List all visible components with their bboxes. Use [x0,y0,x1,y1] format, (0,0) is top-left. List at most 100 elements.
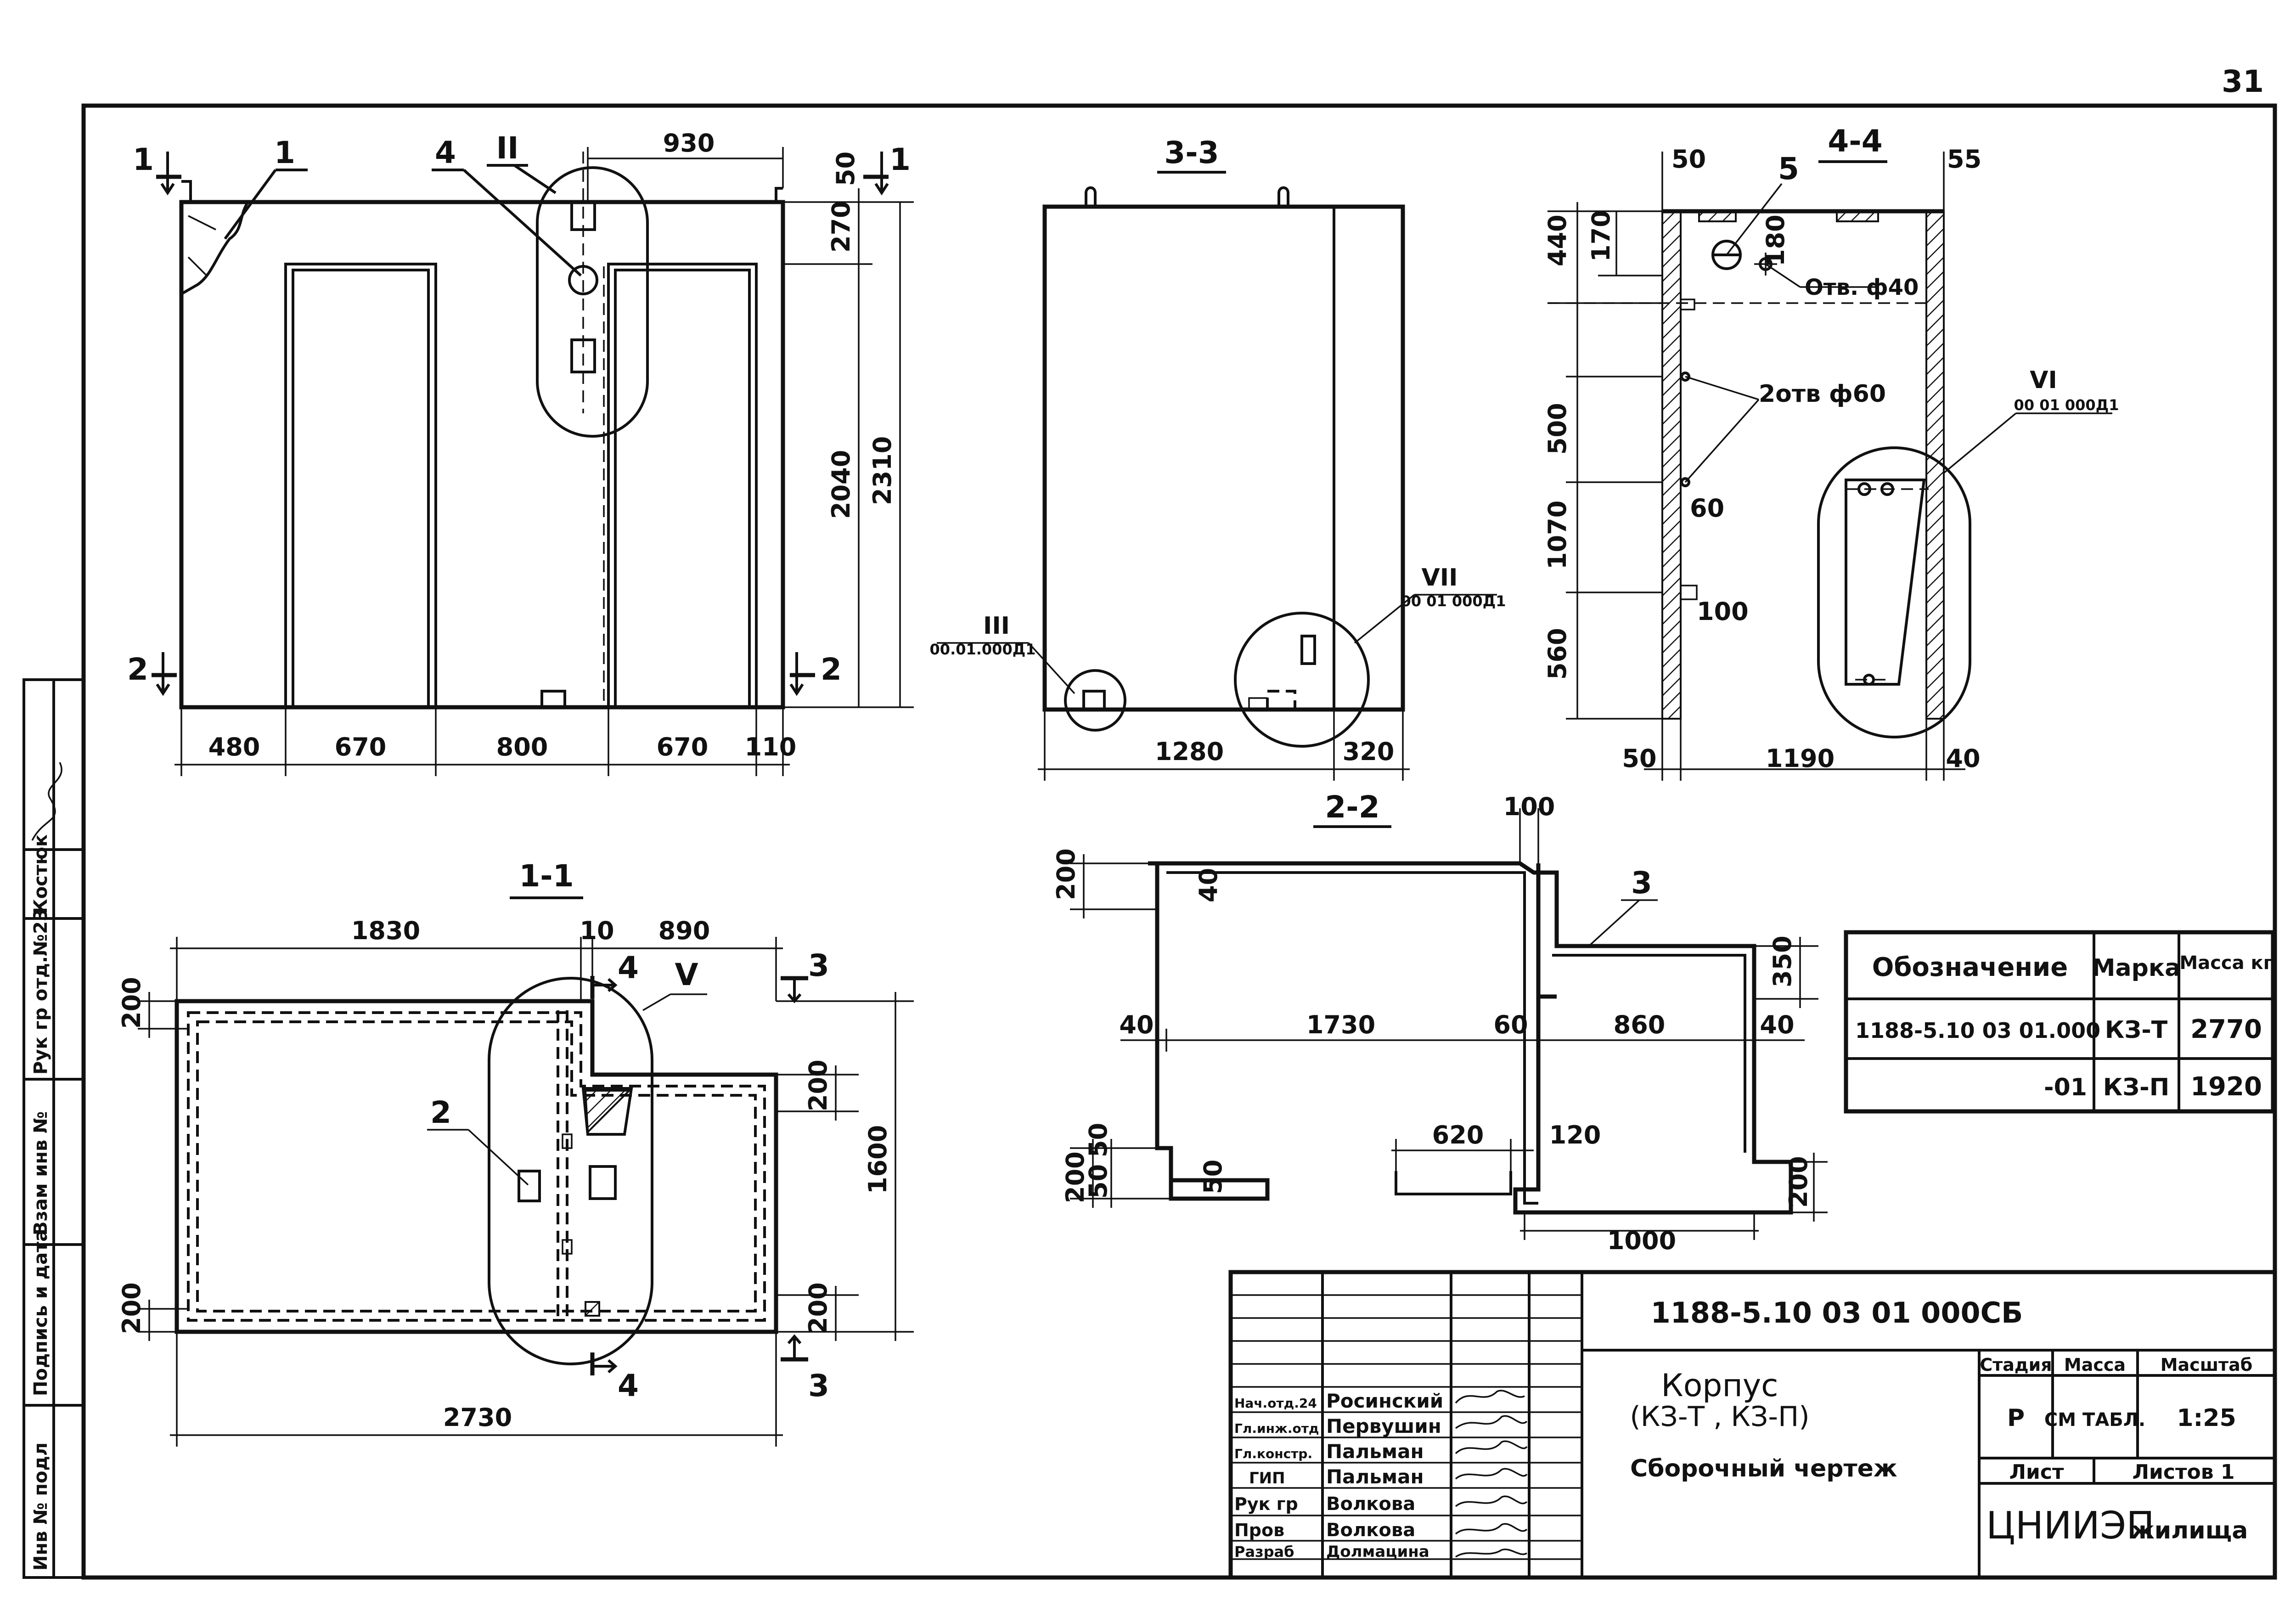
title-line1: Корпус [1661,1368,1778,1404]
dim-440: 440 [1543,214,1572,266]
ref-VII-doc: 00 01 000Д1 [1401,592,1506,610]
staff-role-2: Гл.инж.отд [1234,1421,1319,1436]
dim-670-b: 670 [657,732,709,761]
spec-header-designation: Обозначение [1872,952,2068,982]
staff-name-7: Долмацина [1326,1543,1429,1561]
dim-100-22: 100 [1503,792,1555,821]
section-mark-1-left: 1 [133,142,154,177]
dim-50-44: 50 [1671,145,1706,174]
spec-header-mass: Масса кг [2179,952,2273,974]
holes-d60: 2отв ф60 [1759,380,1886,408]
signatures [1455,1390,1528,1558]
dim-270: 270 [827,201,855,253]
dim-1600: 1600 [863,1125,892,1194]
dim-120: 120 [1549,1121,1601,1149]
stamp-name: Костюк [30,834,51,914]
dim-60-22: 60 [1493,1010,1528,1039]
doc-code: 1188-5.10 03 01 000СБ [1651,1296,2023,1330]
dim-890: 890 [658,916,710,945]
staff-role-1: Нач.отд.24 [1234,1396,1317,1411]
section-2-2-title: 2-2 [1325,789,1379,825]
section-mark-2-right: 2 [821,652,842,687]
stage-value: Р [2007,1404,2025,1432]
dim-1070: 1070 [1543,501,1572,569]
dim-1730: 1730 [1306,1010,1375,1039]
dim-670-a: 670 [335,732,387,761]
section-mark-2-left: 2 [127,652,148,687]
detail-vii-outline [1234,612,1370,748]
dim-40-22-c: 40 [1760,1010,1794,1039]
dim-170: 170 [1587,210,1615,262]
title-line2: (КЗ-Т , КЗ-П) [1630,1401,1809,1433]
ref-VI: VI [2030,366,2057,394]
sheet-label: Лист [2009,1460,2064,1484]
stage-header: Стадия [1980,1355,2052,1375]
section-2-2: 2-2 3 100 200 40 350 40 1730 [1052,789,1828,1255]
stamp-inv-label: Инв № подл [30,1442,51,1571]
spec-row2-mark: КЗ-П [2103,1074,2170,1101]
spec-row2-mass: 1920 [2190,1072,2262,1102]
detail-vi-outline [1817,446,1971,738]
dim-200-plan-tl: 200 [117,977,146,1029]
dim-1190: 1190 [1766,744,1835,773]
dim-2730: 2730 [443,1403,512,1432]
dim-620: 620 [1432,1121,1484,1149]
staff-name-3: Пальман [1326,1440,1424,1463]
dim-100-44: 100 [1697,597,1749,626]
dim-50-22-c: 50 [1199,1160,1227,1194]
dim-50-top: 50 [831,152,860,186]
dim-1000: 1000 [1607,1226,1676,1255]
dim-110: 110 [745,732,797,761]
callout-5: 5 [1778,151,1799,186]
staff-role-3: Гл.констр. [1234,1446,1312,1461]
dim-50-22-a: 50 [1084,1123,1113,1157]
section-mark-3-bottom: 3 [808,1368,829,1403]
dim-200-plan-br: 200 [804,1282,833,1334]
section-mark-4-top: 4 [618,950,639,986]
dim-50-22-b: 50 [1084,1164,1113,1199]
detail-iii-outline [1064,669,1126,732]
ref-V: V [675,957,698,992]
dim-2040: 2040 [827,450,855,519]
stamp-replace-label: Взам инв № [30,1111,51,1235]
scale-value: 1:25 [2177,1404,2236,1432]
dim-60: 60 [1690,494,1724,523]
spec-table: Обозначение Марка Масса кг 1188-5.10 03 … [1844,930,2275,1114]
front-elevation: 1 4 II 1 1 2 2 930 50 270 2040 [127,129,914,776]
org-name: ЦНИИЭП [1986,1504,2155,1548]
section-4-4: 4-4 5 Отв. ф40 2отв ф60 [1543,124,2119,781]
detail-v-outline [488,977,653,1365]
dim-40-22-a: 40 [1194,868,1223,902]
staff-role-7: Разраб [1234,1543,1294,1561]
ref-VI-doc: 00 01 000Д1 [2014,396,2119,414]
spec-row2-designation: -01 [2044,1074,2087,1101]
dim-930: 930 [663,129,715,158]
org-suffix: жилища [2131,1517,2248,1544]
callout-4: 4 [435,135,456,170]
dim-40-44-bottom: 40 [1946,744,1980,773]
ref-III: III [983,612,1010,640]
section-3-3-title: 3-3 [1164,135,1219,170]
section-mark-1-right: 1 [889,142,911,177]
section-1-1: 1-1 2 V 4 4 3 3 [117,858,914,1447]
holes-d40: Отв. ф40 [1805,275,1919,300]
title-block: Нач.отд.24 Росинский Гл.инж.отд Первушин… [1228,1270,2277,1580]
staff-role-6: Пров [1234,1520,1284,1540]
dim-2310: 2310 [868,436,897,505]
spec-row1-mass: 2770 [2190,1014,2262,1044]
staff-name-2: Первушин [1326,1415,1441,1437]
dim-200-22-rb: 200 [1784,1156,1813,1208]
dim-200-22-lb: 200 [1061,1151,1090,1203]
sheets-label: Листов 1 [2133,1460,2235,1484]
stamp-group-label: Рук гр отд.№23 [30,908,51,1075]
mass-value: СМ ТАБЛ. [2044,1409,2145,1431]
spec-header-mark: Марка [2092,954,2181,982]
staff-role-4: ГИП [1249,1469,1285,1487]
staff-name-5: Волкова [1326,1493,1415,1515]
dim-860: 860 [1614,1010,1666,1039]
dim-10: 10 [580,916,614,945]
dim-480: 480 [208,732,260,761]
dim-200-plan-bl: 200 [117,1282,146,1334]
dim-55: 55 [1947,145,1981,174]
